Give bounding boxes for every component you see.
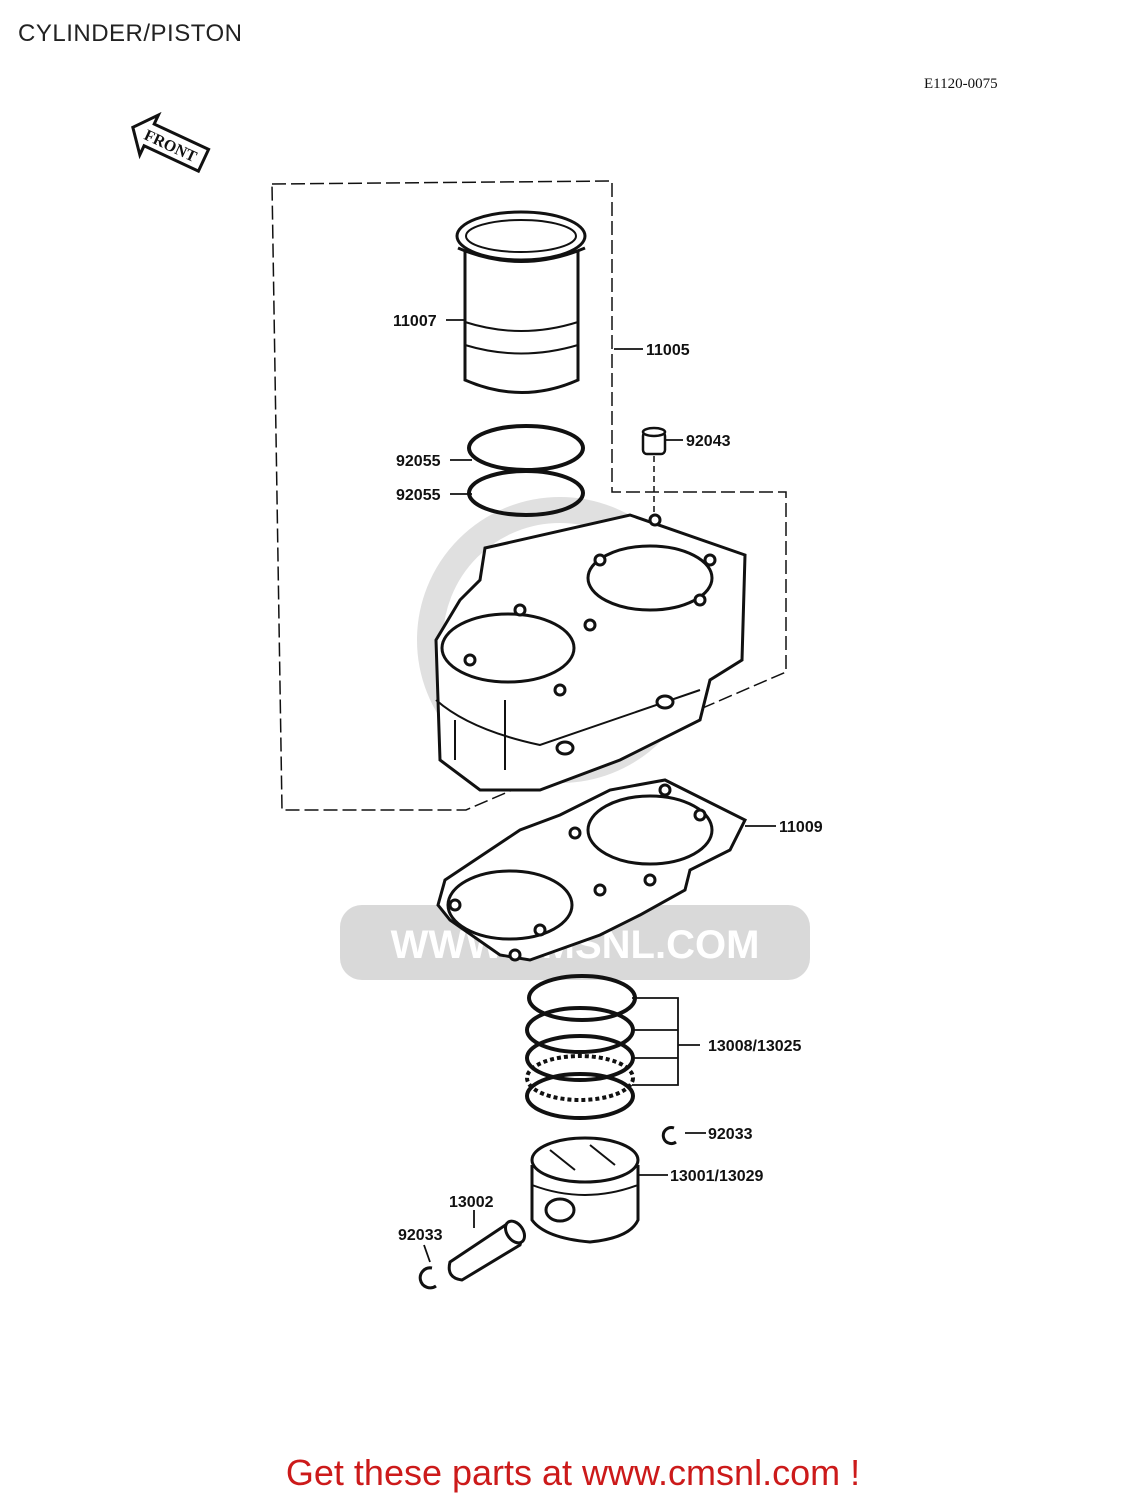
callout-92055-upper: 92055 (396, 453, 441, 470)
piston (530, 1136, 640, 1244)
leader-lines (423, 319, 776, 1263)
o-rings (467, 424, 585, 517)
dowel-pin (641, 426, 667, 512)
callout-11007: 11007 (393, 313, 437, 330)
base-gasket (436, 778, 748, 962)
callout-11009: 11009 (779, 819, 823, 836)
assembly-bracket (271, 180, 787, 811)
front-arrow-icon: FRONT (131, 111, 211, 174)
diagram-reference-code: E1120-0075 (924, 76, 998, 92)
callout-92055-lower: 92055 (396, 487, 441, 504)
callout-11005: 11005 (646, 342, 690, 359)
cylinder-block (434, 513, 747, 792)
circlip-upper (661, 1126, 677, 1146)
callout-13008-13025: 13008/13025 (708, 1038, 802, 1055)
page-title: CYLINDER/PISTON (18, 20, 243, 47)
circlip-lower (418, 1266, 437, 1290)
callout-92033-upper: 92033 (708, 1126, 753, 1143)
callout-92043: 92043 (686, 433, 731, 450)
callout-92033-lower: 92033 (398, 1227, 443, 1244)
ring-callout-bracket (632, 997, 700, 1086)
cylinder-sleeve (455, 210, 587, 394)
footer-parts-link[interactable]: Get these parts at www.cmsnl.com ! (285, 1452, 861, 1493)
piston-pin (447, 1219, 527, 1282)
piston-rings (525, 974, 637, 1120)
callout-13001-13029: 13001/13029 (670, 1168, 764, 1185)
callout-13002: 13002 (449, 1194, 494, 1211)
